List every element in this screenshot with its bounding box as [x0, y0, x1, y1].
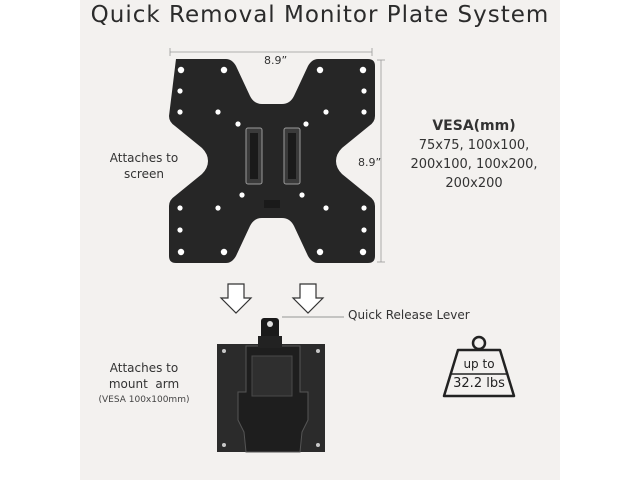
- mount-arm-caption: Attaches to mount arm (VESA 100x100mm): [96, 360, 192, 408]
- weight-line2: 32.2 lbs: [453, 376, 505, 391]
- width-dimension-line: [169, 48, 373, 56]
- screen-caption-line2: screen: [124, 167, 164, 181]
- plate-holes: [177, 66, 367, 256]
- mount-caption-line2: mount arm: [108, 377, 180, 391]
- vesa-line: 75x75, 100x100,: [418, 138, 530, 153]
- plate-height-label: 8.9”: [358, 156, 382, 169]
- plate-slots: [245, 127, 301, 208]
- weight-line1: up to: [463, 357, 495, 371]
- vesa-line: 200x200: [445, 176, 503, 191]
- monitor-plate: [169, 59, 375, 263]
- vesa-heading: VESA(mm): [432, 118, 516, 134]
- vesa-specs: VESA(mm) 75x75, 100x100, 200x100, 100x20…: [404, 118, 544, 193]
- mount-caption-line3: (VESA 100x100mm): [98, 395, 190, 405]
- mount-plate: [217, 318, 325, 453]
- screen-caption-line1: Attaches to: [109, 151, 179, 165]
- page-title: Quick Removal Monitor Plate System: [90, 2, 550, 28]
- plate-width-label: 8.9”: [264, 54, 288, 67]
- mount-caption-line1: Attaches to: [109, 361, 179, 375]
- vesa-line: 200x100, 100x200,: [410, 157, 538, 172]
- down-arrow-icon: [291, 283, 325, 314]
- down-arrow-icon: [219, 283, 253, 314]
- height-dimension-line: [377, 59, 385, 263]
- screen-caption: Attaches to screen: [108, 150, 180, 182]
- quick-release-lever-label: Quick Release Lever: [348, 308, 470, 322]
- weight-icon: [442, 335, 516, 398]
